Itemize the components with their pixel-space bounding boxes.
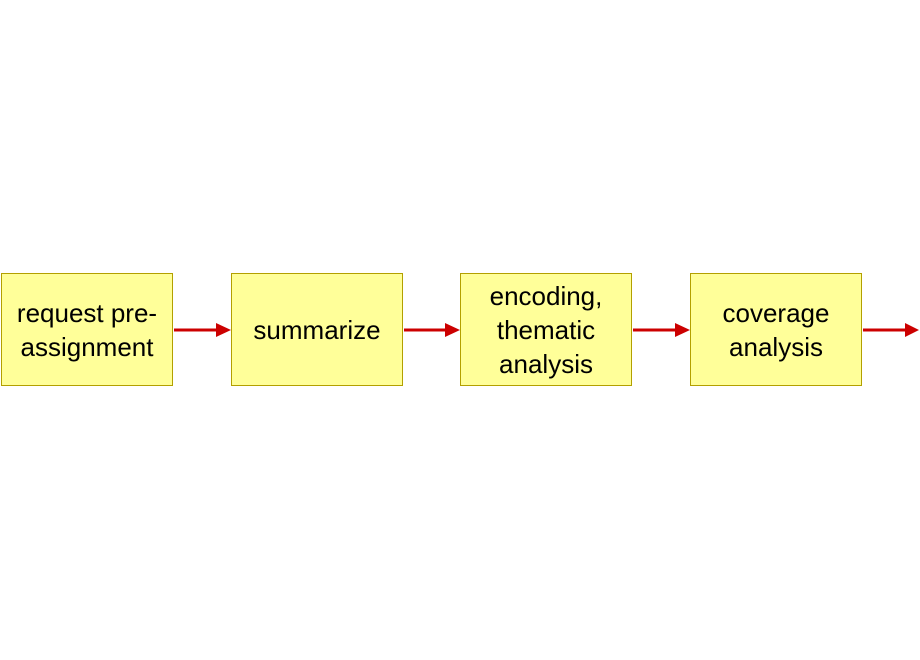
arrow-4-out [863, 323, 919, 337]
step-box-coverage-analysis: coverage analysis [690, 273, 862, 386]
step-label: summarize [253, 314, 381, 345]
arrow-head-icon [675, 323, 690, 337]
arrow-head-icon [216, 323, 231, 337]
step-box-summarize: summarize [231, 273, 403, 386]
arrow-head-icon [905, 323, 919, 337]
arrow-1-to-2 [174, 323, 231, 337]
step-box-encoding-thematic-analysis: encoding, thematic analysis [460, 273, 632, 386]
step-label: encoding, thematic analysis [489, 280, 603, 379]
arrow-head-icon [445, 323, 460, 337]
arrow-3-to-4 [633, 323, 690, 337]
step-box-request-pre-assignment: request pre- assignment [1, 273, 173, 386]
step-label: request pre- assignment [16, 297, 158, 362]
step-label: coverage analysis [722, 297, 830, 362]
arrow-2-to-3 [404, 323, 460, 337]
